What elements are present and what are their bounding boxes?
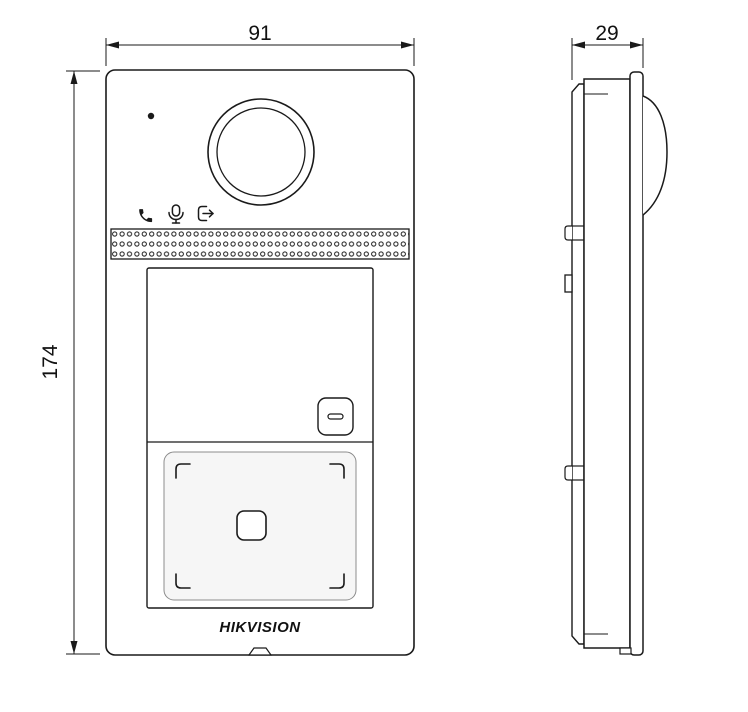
corner-bracket-bottom-right <box>329 573 345 589</box>
width-dimension-label: 91 <box>248 22 271 45</box>
card-corner-brackets <box>175 463 345 589</box>
camera-bump <box>642 95 668 216</box>
arrowhead <box>630 41 643 49</box>
mic-icon <box>168 204 184 224</box>
call-icon <box>139 209 153 223</box>
depth-dimension: 29 <box>571 22 644 80</box>
card-icon <box>236 510 267 541</box>
corner-bracket-top-right <box>329 463 345 479</box>
width-dimension: 91 <box>105 22 415 66</box>
mounting-plate <box>571 83 585 645</box>
corner-bracket-bottom-left <box>175 573 191 589</box>
dimensions: 91 174 29 <box>39 22 644 655</box>
side-body <box>583 78 631 649</box>
exit-icon <box>197 205 214 222</box>
arrowhead <box>106 41 119 49</box>
front-view: HIKVISION <box>105 69 415 656</box>
hikvision-logo: HIKVISION <box>219 619 301 636</box>
side-view <box>564 71 668 656</box>
corner-bracket-top-left <box>175 463 191 479</box>
icon-row <box>139 204 214 224</box>
camera-lens <box>216 107 306 197</box>
release-latch <box>564 274 573 293</box>
height-dimension: 174 <box>39 70 100 655</box>
call-button-slot <box>327 413 344 420</box>
clip-top <box>564 225 572 241</box>
clip-bottom <box>564 465 572 481</box>
led-indicator <box>147 112 155 120</box>
arrowhead <box>70 71 78 84</box>
side-foot <box>619 647 632 655</box>
bottom-notch <box>247 647 273 656</box>
mounting-clips <box>564 225 584 481</box>
side-front-panel <box>629 71 644 656</box>
arrowhead <box>572 41 585 49</box>
depth-dimension-label: 29 <box>595 22 618 45</box>
camera-bezel <box>207 98 315 206</box>
speaker-grille <box>110 228 410 260</box>
arrowhead <box>401 41 414 49</box>
height-dimension-label: 174 <box>39 344 62 379</box>
call-button <box>317 397 354 436</box>
arrowhead <box>70 641 78 654</box>
